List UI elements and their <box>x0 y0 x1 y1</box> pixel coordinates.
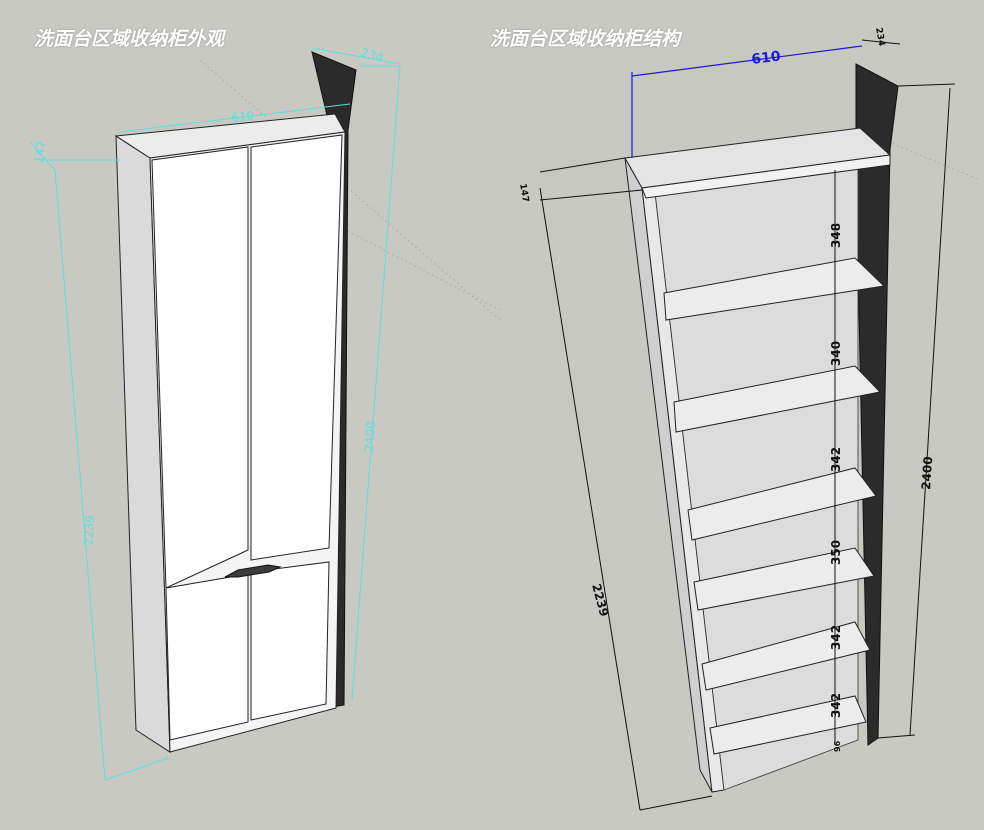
right-cabinet <box>624 63 899 793</box>
left-dim-top-gap: 147 <box>31 140 49 165</box>
shelf-5 <box>701 621 871 691</box>
left-dim-width: 610 <box>231 108 255 125</box>
shelf-gap-label: 340 <box>829 341 843 366</box>
left-cabinet <box>114 51 357 753</box>
right-shelves <box>663 257 886 755</box>
shelf-gap-label: 342 <box>829 625 843 650</box>
right-dim-top-gap: 147 <box>517 183 530 203</box>
left-dimensions <box>29 47 401 781</box>
right-dim-height-total: 2400 <box>919 456 935 490</box>
left-lower-door-right <box>250 561 330 721</box>
right-dimensions <box>539 39 956 811</box>
shelf-gap-label: 342 <box>829 447 843 472</box>
right-top-front <box>641 154 891 199</box>
left-upper-door-right <box>250 134 343 561</box>
left-upper-door-left <box>151 146 249 589</box>
right-view-title: 洗面台区域收纳柜结构 <box>490 28 681 50</box>
shelf-gap-label: 96 <box>833 740 842 752</box>
right-dim-width: 610 <box>751 48 782 67</box>
shelf-1 <box>663 257 886 321</box>
left-dim-height-total: 2400 <box>362 421 378 452</box>
left-door-handle <box>224 564 282 578</box>
shelf-2 <box>673 365 881 433</box>
shelf-6 <box>709 695 867 755</box>
shelf-4 <box>693 547 875 611</box>
right-dim-height-body: 2239 <box>589 582 611 618</box>
right-shelf-gap-labels: 348 340 342 350 342 342 96 <box>829 223 843 752</box>
shelf-3 <box>687 467 877 541</box>
shelf-gap-label: 348 <box>829 223 843 248</box>
left-dim-height-body: 2239 <box>81 515 97 546</box>
right-dim-depth: 234 <box>873 27 886 47</box>
right-width-dimension <box>631 45 863 158</box>
left-view-title: 洗面台区域收纳柜外观 <box>34 28 225 50</box>
shelf-gap-label: 350 <box>829 540 843 565</box>
shelf-gap-label: 342 <box>829 693 843 718</box>
left-dim-depth: 234 <box>359 45 385 64</box>
left-lower-door-left <box>165 573 249 741</box>
